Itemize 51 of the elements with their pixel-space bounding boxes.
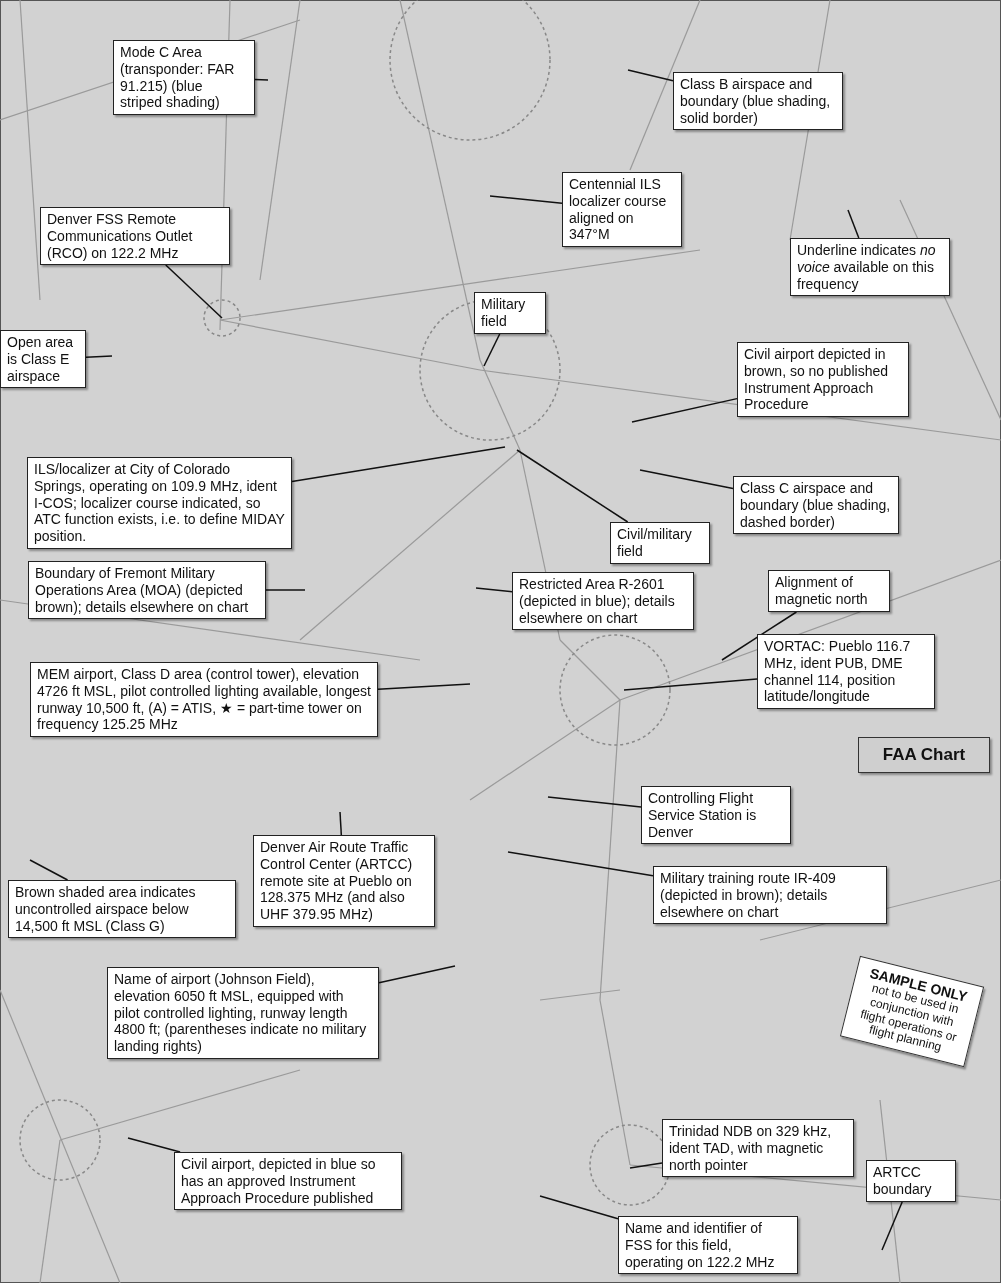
callout-box: Civil airport depicted in brown, so no published Instrument Approach Procedure	[737, 342, 909, 418]
callout-box: Alignment of magnetic north	[768, 570, 890, 612]
callout-box: Civil/military field	[610, 522, 710, 564]
callout-box: Denver Air Route Traffic Control Center (ARTCC) remote site at Pueblo on 128.375 MHz (and also UHF 379.95 MHz)	[253, 835, 435, 927]
callout-box: Name of airport (Johnson Field), elevation 6050 ft MSL, equipped with pilot controlled lighting, runway length 4800 ft; (parentheses indicate no military landing rights)	[107, 967, 379, 1059]
callout-box: Controlling Flight Service Station is Denver	[641, 786, 791, 845]
callout-box: VORTAC: Pueblo 116.7 MHz, ident PUB, DME channel 114, position latitude/longitude	[757, 634, 935, 710]
callout-box: Restricted Area R-2601 (depicted in blue); details elsewhere on chart	[512, 572, 694, 631]
leader-line	[127, 1137, 181, 1153]
callout-box: ARTCC boundary	[866, 1160, 956, 1202]
callout-box: Boundary of Fremont Military Operations Area (MOA) (depicted brown); details elsewhere on chart	[28, 561, 266, 620]
leader-line	[265, 589, 306, 591]
leader-line	[881, 1201, 903, 1251]
callout-box: Military field	[474, 292, 546, 334]
leader-line	[631, 397, 738, 423]
leader-line	[254, 78, 269, 81]
leader-line	[547, 796, 642, 808]
leader-line	[623, 678, 758, 691]
callout-box: ILS/localizer at City of Colorado Springs, operating on 109.9 MHz, ident I-COS; localizer course indicated, so ATC function exists, i.e. to define MIDAY position.	[27, 457, 292, 549]
leader-line	[339, 811, 343, 836]
callout-box: Military training route IR-409 (depicted in brown); details elsewhere on chart	[653, 866, 887, 925]
callout-box: Centennial ILS localizer course aligned on 347°M	[562, 172, 682, 248]
leader-line	[639, 469, 734, 490]
callout-box: Class C airspace and boundary (blue shading, dashed border)	[733, 476, 899, 535]
leader-line	[378, 965, 456, 984]
callout-box: Denver FSS Remote Communications Outlet (RCO) on 122.2 MHz	[40, 207, 230, 266]
callout-box: Name and identifier of FSS for this field, operating on 122.2 MHz	[618, 1216, 798, 1275]
callout-box: Open area is Class E airspace	[0, 330, 86, 389]
callout-box: Underline indicates no voice available on this frequency	[790, 238, 950, 297]
leader-line	[489, 195, 563, 205]
leader-line	[629, 1162, 663, 1169]
leader-line	[85, 355, 113, 358]
leader-line	[539, 1195, 619, 1220]
leader-line	[483, 333, 501, 367]
callout-box: Mode C Area (transponder: FAR 91.215) (blue striped shading)	[113, 40, 255, 116]
leader-line	[165, 264, 223, 319]
callout-box: MEM airport, Class D area (control tower), elevation 4726 ft MSL, pilot controlled lighting available, longest runway 10,500 ft, (A) = ATIS, ★ = part-time tower on frequency 125.25 MHz	[30, 662, 378, 738]
chart-label-box: FAA Chart	[858, 737, 990, 774]
leader-line	[721, 611, 798, 661]
leader-line	[377, 683, 471, 691]
leader-line	[847, 209, 860, 239]
callout-box: Civil airport, depicted in blue so has an approved Instrument Approach Procedure published	[174, 1152, 402, 1211]
leader-line	[516, 449, 629, 523]
callout-box: Trinidad NDB on 329 kHz, ident TAD, with magnetic north pointer	[662, 1119, 854, 1178]
callout-box: Class B airspace and boundary (blue shading, solid border)	[673, 72, 843, 131]
leader-line	[475, 587, 513, 593]
leader-line	[291, 446, 506, 483]
callout-box: Brown shaded area indicates uncontrolled airspace below 14,500 ft MSL (Class G)	[8, 880, 236, 939]
leader-line	[29, 859, 69, 881]
leader-line	[507, 851, 654, 877]
leader-line	[627, 69, 674, 82]
